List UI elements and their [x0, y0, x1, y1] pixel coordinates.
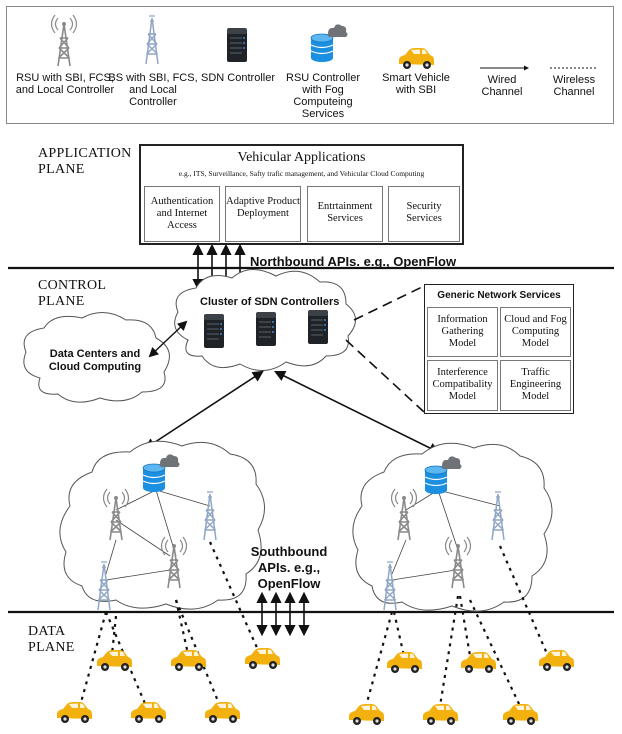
right-wireless-links — [364, 545, 550, 707]
vehicle-car-icon-12 — [503, 704, 538, 725]
left-fog-cloud-shape — [59, 440, 265, 610]
application-plane-label: APPLICATION PLANE — [38, 146, 132, 177]
legend-rsu-controller-label: RSU Controller with Fog Computeing Servi… — [286, 72, 360, 120]
legend-rsu-tower-icon — [50, 14, 78, 67]
right-fog-cloud-shape — [352, 442, 553, 612]
app-cell-authentication: Authentication and Internet Access — [144, 186, 220, 242]
cluster-label: Cluster of SDN Controllers — [200, 296, 340, 308]
service-cell-information-gathering: Information Gathering Model — [427, 307, 498, 357]
legend-bs-label: BS with SBI, FCS, and Local Controller — [108, 72, 198, 108]
legend-server-icon — [226, 27, 248, 63]
cluster-server-icon-1 — [203, 313, 225, 349]
service-cell-traffic-engineering-label: Traffic Engineering Model — [509, 367, 562, 402]
northbound-label: Northbound APIs. e.g., OpenFlow — [250, 254, 457, 269]
legend-wireless-label: Wireless Channel — [552, 74, 596, 98]
datacenter-cluster-link — [148, 320, 188, 358]
service-cell-interference: Interference Compatibality Model — [427, 360, 498, 411]
app-cell-security-label: Security Services — [406, 201, 442, 224]
data-plane-label: DATA PLANE — [28, 624, 75, 655]
app-cell-security: Security Services — [388, 186, 460, 242]
app-cell-authentication-label: Authentication and Internet Access — [150, 196, 214, 231]
vehicle-car-icon-1 — [97, 650, 132, 671]
service-cell-cloud-fog: Cloud and Fog Computing Model — [500, 307, 571, 357]
legend-car-icon — [399, 48, 434, 69]
data-center-label: Data Centers and Cloud Computing — [48, 348, 142, 373]
vehicle-car-icon-6 — [205, 702, 240, 723]
vehicle-car-icon-9 — [539, 650, 574, 671]
app-cell-entertainment: Entrtainment Services — [307, 186, 383, 242]
network-services-title: Generic Network Services — [437, 290, 561, 301]
legend-sdn-controller-label: SDN Controller — [201, 72, 275, 84]
vehicle-car-icon-7 — [387, 652, 422, 673]
app-cell-adaptive-deployment-label: Adaptive Product Deployment — [226, 196, 300, 219]
service-cell-cloud-fog-label: Cloud and Fog Computing Model — [504, 314, 567, 349]
vehicular-applications-box: Vehicular Applications e.g., ITS, Survei… — [139, 144, 464, 245]
cluster-left-fog-link — [144, 370, 264, 450]
vehicle-car-icon-3 — [245, 648, 280, 669]
legend-rsu-label: RSU with SBI, FCS, and Local Controller — [15, 72, 115, 96]
cluster-services-link-upper — [353, 285, 425, 321]
vehicle-car-icon-5 — [131, 702, 166, 723]
legend-database-cloud-icon — [310, 23, 349, 63]
legend-frame — [6, 6, 614, 124]
app-cell-adaptive-deployment: Adaptive Product Deployment — [225, 186, 301, 242]
vehicle-car-icon-10 — [349, 704, 384, 725]
cluster-server-icon-3 — [307, 309, 329, 345]
network-services-box: Generic Network Services Information Gat… — [424, 284, 574, 414]
cluster-right-fog-link — [273, 370, 441, 454]
vehicle-car-icon-4 — [57, 702, 92, 723]
southbound-label: Southbound APIs. e.g., OpenFlow — [250, 544, 328, 591]
service-cell-information-gathering-label: Information Gathering Model — [437, 314, 488, 349]
vehicle-car-icon-8 — [461, 652, 496, 673]
vehicular-applications-title: Vehicular Applications — [237, 150, 366, 165]
service-cell-traffic-engineering: Traffic Engineering Model — [500, 360, 571, 411]
vehicle-car-icon-2 — [171, 650, 206, 671]
legend-smart-vehicle-label: Smart Vehicle with SBI — [382, 72, 450, 96]
service-cell-interference-label: Interference Compatibality Model — [432, 367, 493, 402]
cluster-server-icon-2 — [255, 311, 277, 347]
legend-bs-tower-icon — [145, 15, 159, 65]
app-cell-entertainment-label: Entrtainment Services — [317, 201, 373, 224]
cluster-services-link-lower — [345, 339, 425, 413]
southbound-arrows — [256, 591, 310, 637]
vehicle-car-icon-11 — [423, 704, 458, 725]
vehicular-applications-subtitle: e.g., ITS, Surveillance, Safty trafic ma… — [178, 169, 425, 178]
legend-wired-label: Wired Channel — [481, 74, 523, 98]
control-plane-label: CONTROL PLANE — [38, 278, 106, 309]
